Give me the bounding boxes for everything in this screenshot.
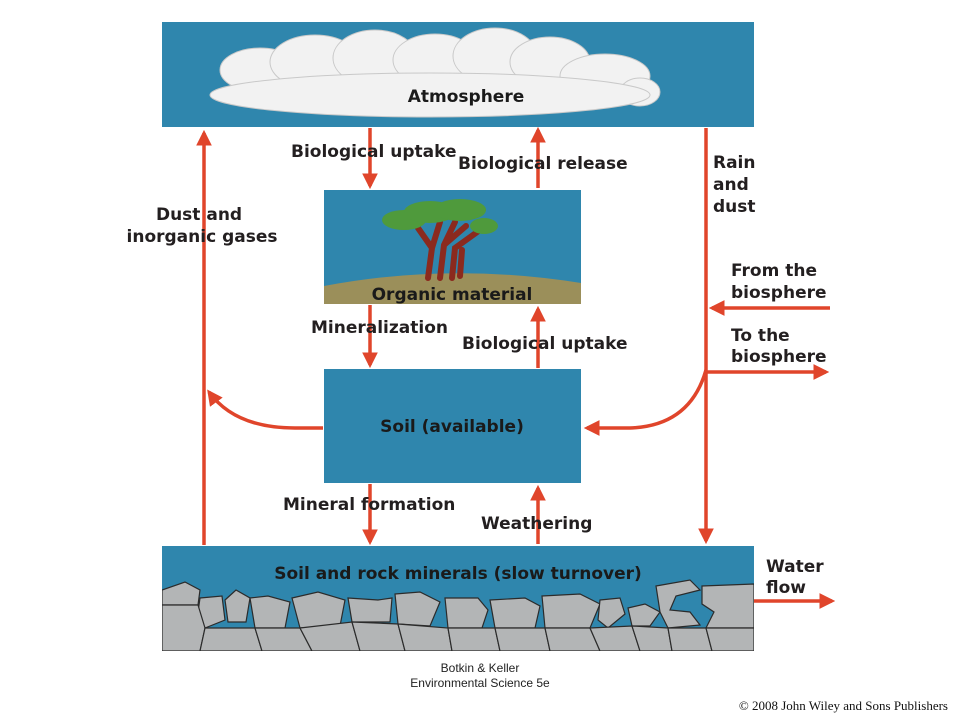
credit-title: Environmental Science 5e: [410, 676, 550, 690]
label-mineral-formation: Mineral formation: [283, 495, 455, 515]
label-from-biosphere: From the biosphere: [731, 261, 827, 303]
tree-icon: [382, 199, 498, 281]
credit-authors: Botkin & Keller: [440, 661, 520, 675]
flow-arrows: [196, 126, 836, 609]
soil-available-box: Soil (available): [324, 369, 581, 483]
organic-material-box: Organic material: [324, 190, 581, 305]
label-biological-release: Biological release: [458, 154, 628, 174]
label-dust-gases: Dust and inorganic gases: [127, 205, 278, 247]
soil-rock-minerals-box: Soil and rock minerals (slow turnover): [162, 546, 754, 651]
arrow-to-soil: [583, 369, 708, 436]
book-credit: Botkin & Keller Environmental Science 5e: [380, 661, 580, 691]
label-to-biosphere: To the biosphere: [731, 326, 827, 367]
arrow-soil-to-air: [207, 389, 323, 430]
rock-layer-icon: [162, 579, 754, 651]
organic-material-label: Organic material: [372, 285, 533, 305]
copyright-notice: © 2008 John Wiley and Sons Publishers: [738, 698, 948, 713]
label-rain-dust: Rain and dust: [713, 153, 761, 217]
soil-available-label: Soil (available): [380, 417, 524, 437]
label-biological-uptake-top: Biological uptake: [291, 142, 457, 162]
label-weathering: Weathering: [481, 514, 592, 534]
atmosphere-box: Atmosphere: [162, 22, 754, 127]
label-water-flow: Water flow: [766, 557, 830, 598]
atmosphere-label: Atmosphere: [408, 87, 525, 107]
label-mineralization: Mineralization: [311, 318, 448, 338]
soil-rock-minerals-label: Soil and rock minerals (slow turnover): [274, 564, 642, 584]
label-biological-uptake-mid: Biological uptake: [462, 334, 628, 354]
cloud-icon: [209, 27, 661, 118]
